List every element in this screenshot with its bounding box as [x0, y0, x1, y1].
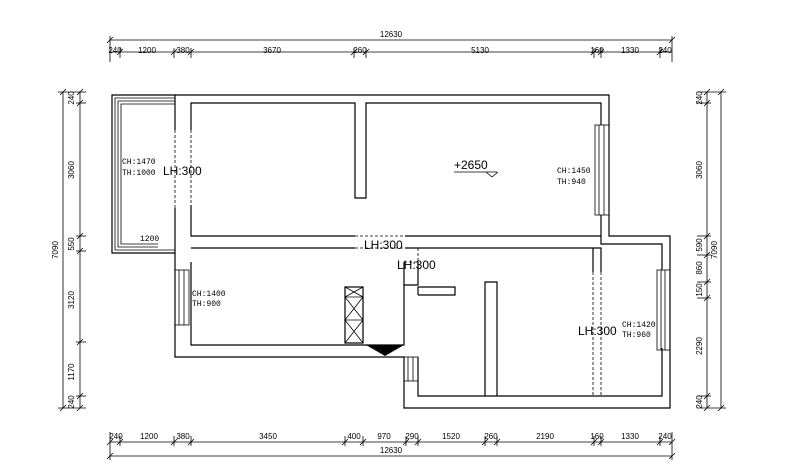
- upper-room-outer-wall: [174, 94, 671, 409]
- right-seg-1: 240: [695, 91, 704, 105]
- top-seg-4: 3670: [263, 46, 281, 55]
- bottom-seg-5: 400: [347, 432, 361, 441]
- bottom-dimension-chain: 240 1200 380 3450 400 970 290 1520 260 2…: [106, 432, 676, 460]
- lower-left-wall: [190, 262, 405, 346]
- top-seg-8: 1330: [621, 46, 639, 55]
- right-ticks: [697, 88, 725, 412]
- bottom-seg-11: 160: [590, 432, 604, 441]
- lower-mid-stub: [417, 286, 456, 296]
- window-bal-note: CH:1470 TH:1000: [122, 158, 156, 178]
- window-se-note: CH:1420 TH:960: [622, 321, 656, 340]
- bottom-seg-12: 1330: [621, 432, 639, 441]
- left-dimension-chain: 7090 240 3060 550 3120 1170 240: [51, 88, 86, 412]
- lh-right-label: LH:300: [578, 324, 617, 338]
- bottom-seg-13: 240: [658, 432, 672, 441]
- top-total-label: 12630: [380, 30, 403, 39]
- right-seg-6: 2290: [695, 337, 704, 355]
- left-seg-2: 3060: [67, 161, 76, 179]
- balcony: [111, 94, 175, 254]
- left-seg-5: 1170: [67, 363, 76, 381]
- bottom-seg-3: 380: [176, 432, 190, 441]
- top-seg-6: 5130: [471, 46, 489, 55]
- bottom-total-label: 12630: [380, 446, 403, 455]
- top-dimension-chain: 12630 240 1200 380 3670 260 5130 160 133…: [106, 30, 676, 62]
- top-seg-5: 260: [353, 46, 367, 55]
- window-sw: [174, 269, 190, 326]
- bottom-seg-9: 260: [484, 432, 498, 441]
- lower-mid-pier: [484, 281, 498, 396]
- window-se-ch: CH:1420: [622, 321, 656, 330]
- mid-wall-3: [405, 247, 602, 272]
- right-seg-5: 150: [695, 283, 704, 297]
- top-seg-2: 1200: [138, 46, 156, 55]
- windows: [174, 124, 671, 382]
- right-seg-4: 860: [695, 261, 704, 275]
- window-bal-th: TH:1000: [122, 169, 156, 178]
- top-seg-1: 240: [108, 46, 122, 55]
- upper-room-inner-east: [600, 215, 663, 270]
- top-ticks: [106, 36, 676, 58]
- window-sw-note: CH:1400 TH:900: [192, 290, 226, 309]
- window-ne-note: CH:1450 TH:940: [557, 167, 591, 187]
- dashed-openings: [174, 130, 602, 396]
- level-label: +2650: [454, 158, 488, 172]
- bottom-seg-2: 1200: [140, 432, 158, 441]
- bottom-seg-8: 1520: [442, 432, 460, 441]
- opening-1200-label: 1200: [140, 235, 159, 244]
- bottom-seg-6: 970: [377, 432, 391, 441]
- bottom-seg-7: 290: [405, 432, 419, 441]
- window-ne: [594, 124, 610, 216]
- top-seg-7: 160: [590, 46, 604, 55]
- top-seg-9: 240: [658, 46, 672, 55]
- right-seg-7: 240: [695, 395, 704, 409]
- left-seg-6: 240: [67, 395, 76, 409]
- window-bal-ch: CH:1470: [122, 158, 156, 167]
- shaft-box: [344, 286, 364, 344]
- bottom-ticks: [106, 436, 676, 460]
- right-dimension-chain: 240 3060 590 860 150 2290 240 7090: [695, 88, 726, 412]
- left-seg-4: 3120: [67, 291, 76, 309]
- right-seg-2: 3060: [695, 161, 704, 179]
- entry-triangle: [366, 345, 404, 356]
- window-se-th: TH:960: [622, 331, 651, 340]
- bottom-seg-10: 2190: [536, 432, 554, 441]
- upper-left-inner: [190, 205, 355, 237]
- lower-right-inner: [417, 348, 663, 397]
- left-seg-1: 240: [67, 91, 76, 105]
- left-total-label: 7090: [51, 241, 60, 259]
- window-ne-th: TH:940: [557, 178, 586, 187]
- bottom-seg-1: 240: [109, 432, 123, 441]
- window-sw-th: TH:900: [192, 300, 221, 309]
- window-bottom: [403, 356, 419, 382]
- right-seg-3: 590: [695, 238, 704, 252]
- window-ne-ch: CH:1450: [557, 167, 591, 176]
- window-sw-ch: CH:1400: [192, 290, 226, 299]
- upper-room-inner-wall: [190, 102, 602, 199]
- top-seg-3: 380: [176, 46, 190, 55]
- level-marker: +2650: [454, 158, 499, 178]
- lh-mid2-label: LH:300: [397, 258, 436, 272]
- left-ticks: [59, 88, 86, 412]
- lh-mid-label: LH:300: [364, 238, 403, 252]
- left-seg-3: 550: [67, 237, 76, 251]
- lh-left-label: LH:300: [163, 164, 202, 178]
- window-se: [656, 269, 671, 351]
- right-total-label: 7090: [710, 241, 719, 259]
- bottom-seg-4: 3450: [259, 432, 277, 441]
